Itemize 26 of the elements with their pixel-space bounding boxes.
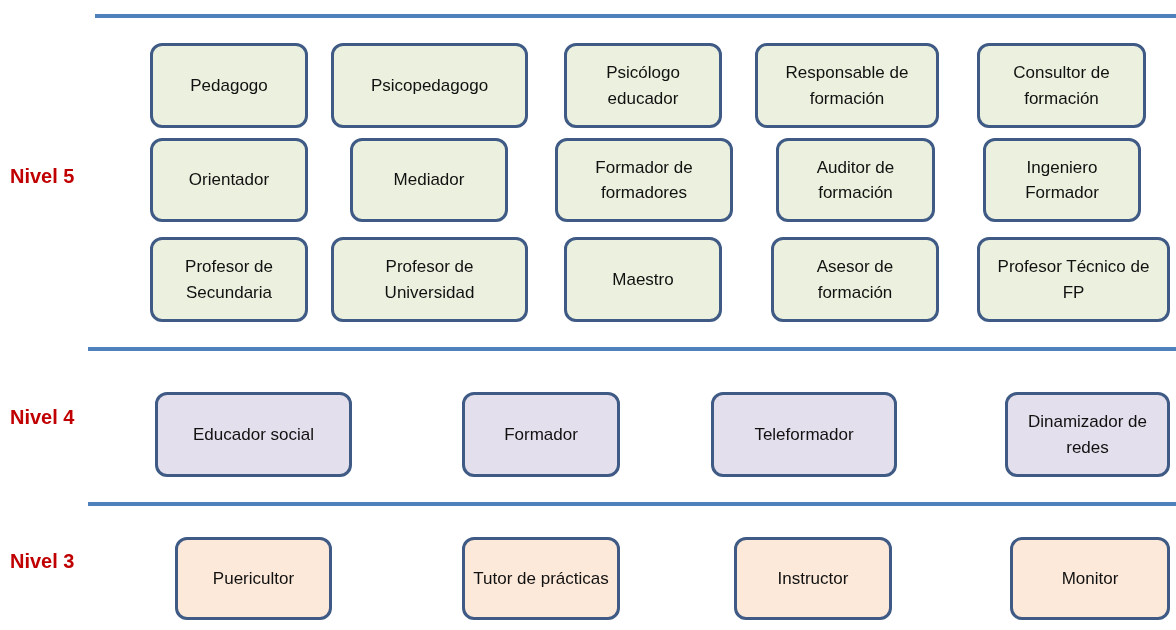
role-box: Mediador bbox=[350, 138, 508, 222]
role-box: Dinamizador de redes bbox=[1005, 392, 1170, 477]
role-box: Educador social bbox=[155, 392, 352, 477]
role-box: Profesor de Universidad bbox=[331, 237, 528, 322]
role-box: Monitor bbox=[1010, 537, 1170, 620]
role-box: Psicopedagogo bbox=[331, 43, 528, 128]
level-label: Nivel 5 bbox=[10, 165, 75, 188]
role-box: Maestro bbox=[564, 237, 722, 322]
role-box: Teleformador bbox=[711, 392, 897, 477]
role-box: Formador bbox=[462, 392, 620, 477]
role-box: Formador de formadores bbox=[555, 138, 733, 222]
role-box: Asesor de formación bbox=[771, 237, 939, 322]
role-box: Orientador bbox=[150, 138, 308, 222]
role-box: Responsable de formación bbox=[755, 43, 939, 128]
level-label: Nivel 3 bbox=[10, 550, 75, 573]
role-box: Profesor Técnico de FP bbox=[977, 237, 1170, 322]
role-box: Profesor de Secundaria bbox=[150, 237, 308, 322]
role-box: Consultor de formación bbox=[977, 43, 1146, 128]
role-box: Instructor bbox=[734, 537, 892, 620]
role-box: Ingeniero Formador bbox=[983, 138, 1141, 222]
role-box: Psicólogo educador bbox=[564, 43, 722, 128]
level-label: Nivel 4 bbox=[10, 406, 75, 429]
role-box: Pedagogo bbox=[150, 43, 308, 128]
role-box: Puericultor bbox=[175, 537, 332, 620]
role-box: Auditor de formación bbox=[776, 138, 935, 222]
role-box: Tutor de prácticas bbox=[462, 537, 620, 620]
